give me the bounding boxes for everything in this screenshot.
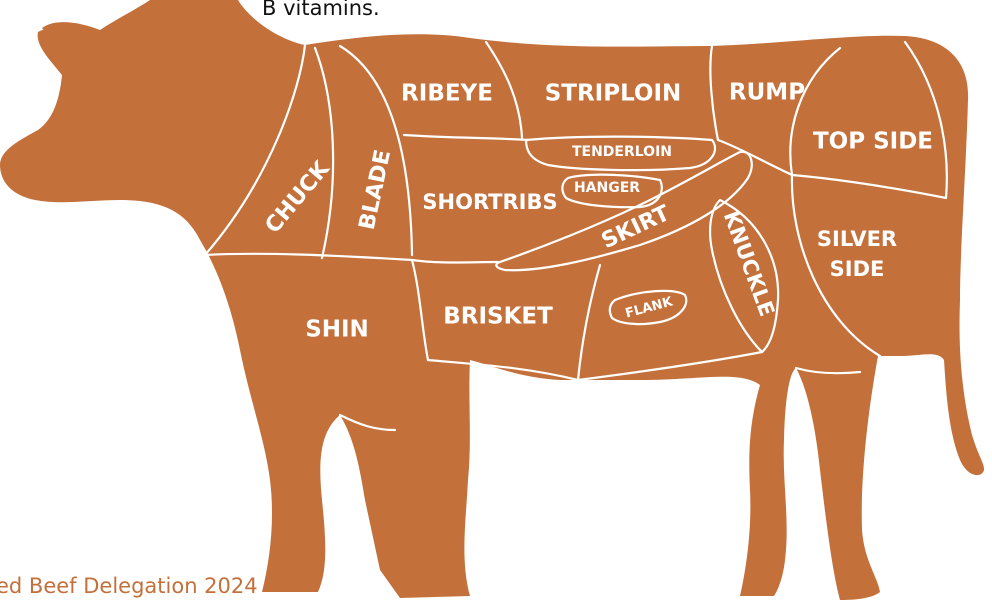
label-top-side: TOP SIDE bbox=[813, 129, 933, 155]
label-shin: SHIN bbox=[305, 317, 369, 343]
label-striploin: STRIPLOIN bbox=[545, 81, 682, 107]
label-silver-side-line2: SIDE bbox=[830, 257, 885, 281]
label-silver-side-line1: SILVER bbox=[817, 227, 897, 251]
label-shortribs: SHORTRIBS bbox=[422, 190, 557, 214]
label-ribeye: RIBEYE bbox=[401, 81, 493, 107]
footer-credit: ed Beef Delegation 2024 bbox=[0, 574, 258, 598]
label-brisket: BRISKET bbox=[443, 304, 553, 330]
label-rump: RUMP bbox=[729, 80, 805, 106]
label-hanger: HANGER bbox=[574, 180, 640, 196]
label-tenderloin: TENDERLOIN bbox=[572, 144, 672, 160]
